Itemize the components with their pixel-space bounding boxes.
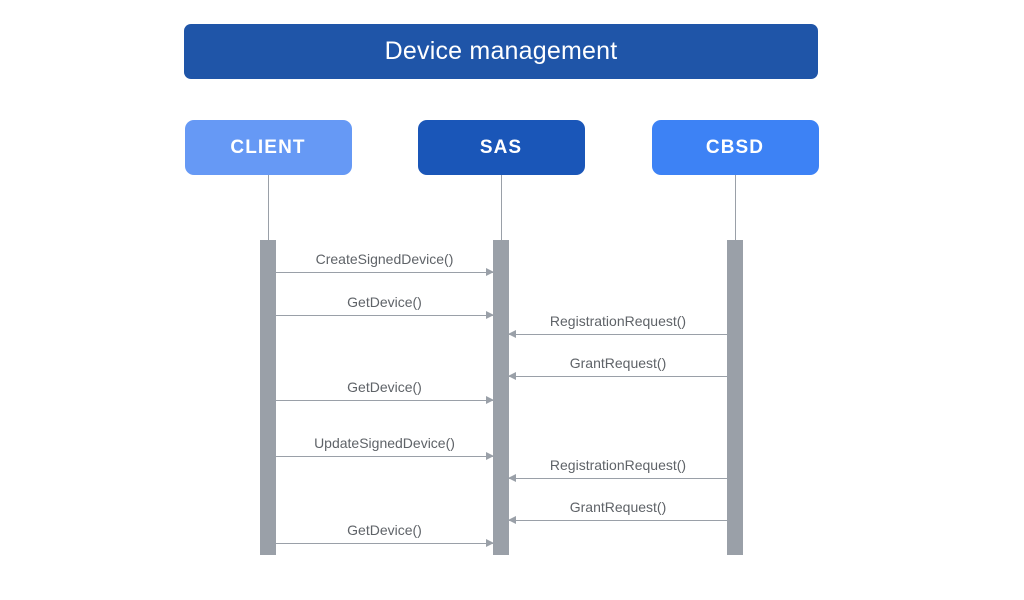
message-line (509, 334, 727, 335)
message-label: GetDevice() (347, 522, 422, 538)
message-6-client-to-sas[interactable]: UpdateSignedDevice() (276, 435, 494, 460)
arrow-head-icon (508, 330, 516, 338)
participant-box-client[interactable]: CLIENT (184, 120, 352, 175)
message-line (509, 520, 727, 521)
message-line (509, 478, 727, 479)
message-9-client-to-sas[interactable]: GetDevice() (276, 522, 494, 547)
participant-label-sas: SAS (479, 136, 523, 158)
message-line (276, 456, 493, 457)
page-title: Device management (384, 37, 618, 65)
message-label: UpdateSignedDevice() (314, 435, 455, 451)
message-label: RegistrationRequest() (549, 313, 687, 329)
arrow-head-icon (486, 268, 494, 276)
activation-bar-sas (493, 240, 509, 555)
arrow-head-icon (508, 516, 516, 524)
message-7-cbsd-to-sas[interactable]: RegistrationRequest() (508, 457, 727, 482)
participant-label-cbsd: CBSD (705, 136, 765, 158)
message-5-client-to-sas[interactable]: GetDevice() (276, 379, 494, 404)
message-line (276, 543, 493, 544)
activation-bar-cbsd (727, 240, 743, 555)
message-4-cbsd-to-sas[interactable]: GrantRequest() (508, 355, 727, 380)
message-label: GetDevice() (347, 379, 422, 395)
lifeline-cbsd (735, 175, 736, 240)
arrow-head-icon (486, 396, 494, 404)
lifeline-sas (501, 175, 502, 240)
participant-box-sas[interactable]: SAS (417, 120, 585, 175)
message-2-client-to-sas[interactable]: GetDevice() (276, 294, 494, 319)
lifeline-client (268, 175, 269, 240)
message-label: RegistrationRequest() (549, 457, 687, 473)
message-label: GetDevice() (347, 294, 422, 310)
message-3-cbsd-to-sas[interactable]: RegistrationRequest() (508, 313, 727, 338)
arrow-head-icon (486, 452, 494, 460)
arrow-head-icon (486, 539, 494, 547)
message-label: CreateSignedDevice() (315, 251, 454, 267)
participant-box-cbsd[interactable]: CBSD (651, 120, 819, 175)
diagram-title-banner: Device management (184, 24, 818, 79)
message-line (276, 272, 493, 273)
message-1-client-to-sas[interactable]: CreateSignedDevice() (276, 251, 494, 276)
arrow-head-icon (508, 372, 516, 380)
participant-label-client: CLIENT (230, 136, 306, 158)
message-label: GrantRequest() (569, 355, 667, 371)
message-line (509, 376, 727, 377)
message-line (276, 315, 493, 316)
arrow-head-icon (508, 474, 516, 482)
activation-bar-client (260, 240, 276, 555)
message-label: GrantRequest() (569, 499, 667, 515)
message-8-cbsd-to-sas[interactable]: GrantRequest() (508, 499, 727, 524)
message-line (276, 400, 493, 401)
arrow-head-icon (486, 311, 494, 319)
